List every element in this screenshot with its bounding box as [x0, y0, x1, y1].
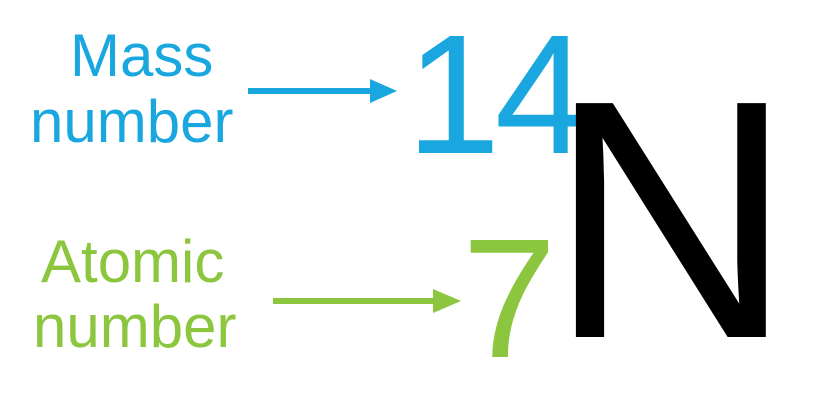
mass-number-value: 14 — [406, 0, 589, 190]
atomic-label-line2: number — [33, 293, 237, 360]
atomic-number-label: Atomic number — [33, 232, 236, 357]
mass-number-label: Mass number — [30, 26, 233, 152]
atomic-number-value: 7 — [462, 204, 557, 394]
atomic-arrow — [273, 289, 461, 313]
mass-label-line1: Mass — [70, 22, 214, 89]
atomic-label-line1: Atomic — [41, 228, 225, 295]
mass-label-line2: number — [30, 88, 234, 155]
element-symbol: N — [548, 30, 794, 410]
mass-arrow — [248, 79, 397, 103]
